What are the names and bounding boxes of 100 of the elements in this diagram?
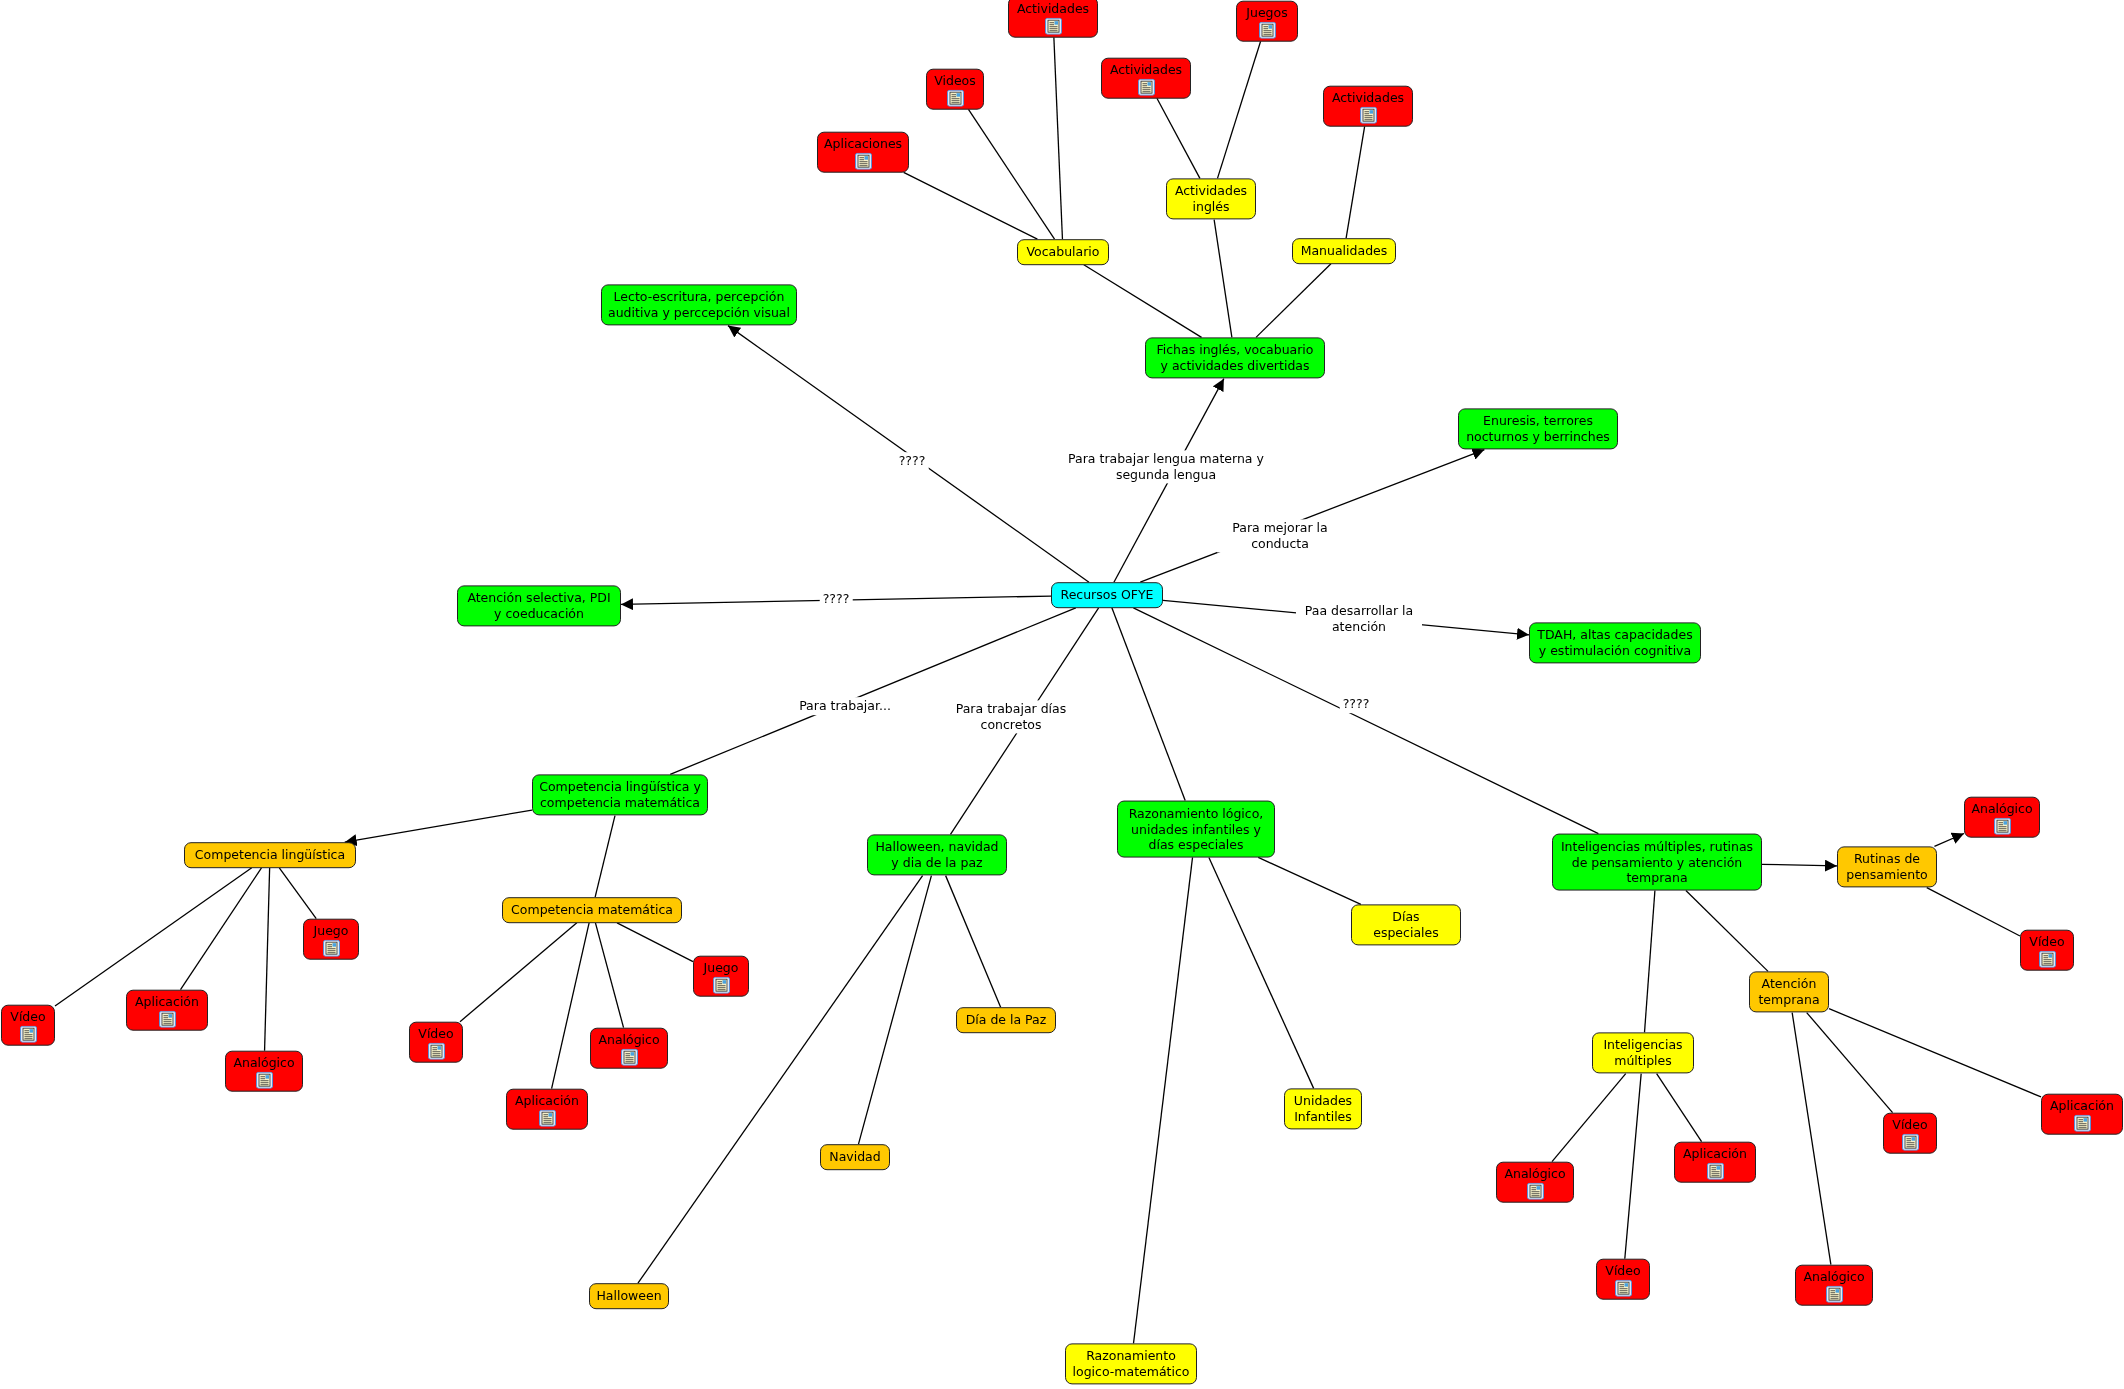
resource-box	[1236, 0, 1298, 42]
resource-box	[303, 918, 359, 960]
topic-box	[1117, 800, 1275, 858]
connector-line	[1643, 889, 1656, 1034]
node-label: Analógico	[1503, 1165, 1567, 1182]
resource-box	[2020, 929, 2074, 971]
connector-line	[637, 875, 924, 1284]
subtopic-box	[1592, 1032, 1694, 1074]
connector-line	[1208, 856, 1315, 1090]
node-label: Aplicación	[1682, 1145, 1748, 1162]
resource-box	[506, 1088, 588, 1130]
arrow	[620, 595, 1052, 611]
arrow	[727, 325, 1090, 583]
node-label: Manualidades	[1299, 243, 1389, 259]
resource-box	[1, 1004, 55, 1046]
node-label: Competencia matemática	[510, 902, 674, 918]
connector-line	[1213, 219, 1233, 339]
resource-box	[1795, 1264, 1873, 1306]
subtopic-box	[502, 897, 682, 923]
connector-line	[1132, 607, 1600, 835]
topic-box	[1458, 408, 1618, 450]
subtopic-box	[589, 1283, 669, 1309]
resource-box	[1883, 1112, 1937, 1154]
topic-box	[601, 284, 797, 326]
resource-box	[1674, 1141, 1756, 1183]
connector-line	[945, 875, 1002, 1008]
subtopic-box	[1837, 846, 1937, 888]
arrow	[1761, 859, 1838, 872]
resource-box	[590, 1027, 668, 1069]
node-label: Analógico	[1802, 1268, 1866, 1285]
connector-line	[1685, 889, 1769, 973]
node-label: Aplicación	[2049, 1097, 2115, 1114]
node-label: Juegos	[1244, 4, 1289, 21]
node-label: Inteligencias múltiples, rutinas de pensamiento y atención temprana	[1559, 838, 1755, 886]
node-label: Competencia lingüística y competencia matemática	[539, 779, 701, 811]
resource-box	[1964, 796, 2040, 838]
connector-line	[903, 171, 1039, 240]
node-label: Analógico	[232, 1054, 296, 1071]
connector-line	[1926, 887, 2021, 937]
connector-line	[1806, 1012, 1894, 1114]
node-label: Actividades inglés	[1173, 183, 1249, 215]
resource-box	[2041, 1093, 2123, 1135]
subtopic-box	[1065, 1343, 1197, 1385]
resource-box	[693, 955, 749, 997]
connector-line	[278, 867, 317, 920]
topic-box	[1529, 622, 1701, 664]
connector-line	[1828, 1008, 2042, 1098]
node-label: Juego	[312, 922, 350, 939]
arrow	[344, 809, 533, 847]
subtopic-box	[956, 1007, 1056, 1033]
node-label: Aplicaciones	[824, 135, 902, 152]
node-label: Halloween, navidad y dia de la paz	[874, 839, 1000, 871]
connector-line	[1655, 1073, 1703, 1143]
connector-line	[1551, 1073, 1627, 1163]
connector-line	[1156, 97, 1201, 180]
node-label: Vídeo	[417, 1025, 455, 1042]
node-label: Aplicación	[134, 993, 200, 1010]
subtopic-box	[1292, 238, 1396, 264]
node-label: Rutinas de pensamiento	[1845, 851, 1929, 883]
node-label: Competencia lingüística	[193, 847, 347, 863]
node-label: Vídeo	[9, 1008, 47, 1025]
node-label: Unidades Infantiles	[1292, 1093, 1354, 1125]
resource-box	[126, 989, 208, 1031]
node-label: Juego	[702, 959, 740, 976]
connector-line	[459, 922, 578, 1023]
central-concept-box	[1051, 582, 1163, 608]
subtopic-box	[1284, 1088, 1362, 1130]
subtopic-box	[1017, 239, 1109, 265]
connector-line	[1257, 856, 1362, 906]
connector-line	[263, 867, 271, 1052]
subtopic-box	[1749, 971, 1829, 1013]
subtopic-box	[1166, 178, 1256, 220]
resource-box	[1323, 85, 1413, 127]
connector-line	[1083, 264, 1203, 339]
connector-line	[550, 922, 590, 1090]
resource-box	[1596, 1258, 1650, 1300]
resource-box	[409, 1021, 463, 1063]
node-label: Enuresis, terrores nocturnos y berrinches	[1465, 413, 1611, 445]
node-label: Analógico	[597, 1031, 661, 1048]
subtopic-box	[184, 842, 356, 868]
node-label: Atención selectiva, PDI y coeducación	[466, 590, 612, 622]
subtopic-box	[1351, 904, 1461, 946]
node-label: Razonamiento lógico, unidades infantiles y días especiales	[1127, 805, 1265, 853]
resource-box	[1008, 0, 1098, 38]
arrow	[1933, 832, 1965, 848]
node-label: Aplicación	[514, 1092, 580, 1109]
resource-box	[817, 131, 909, 173]
node-label: Actividades	[1108, 61, 1184, 78]
connector-line	[1132, 856, 1194, 1345]
node-label: Vídeo	[2028, 933, 2066, 950]
connector-line	[594, 815, 616, 898]
node-label: Días especiales	[1372, 909, 1440, 941]
node-label: Analógico	[1971, 800, 2033, 817]
topic-box	[1145, 337, 1325, 379]
connector-line	[967, 108, 1056, 240]
node-label: Lecto-escritura, percepción auditiva y perccepción visual	[608, 289, 790, 321]
resource-box	[926, 68, 984, 110]
node-label: Actividades	[1330, 89, 1406, 106]
connector-line	[594, 922, 625, 1029]
node-label: Atención temprana	[1757, 976, 1821, 1008]
